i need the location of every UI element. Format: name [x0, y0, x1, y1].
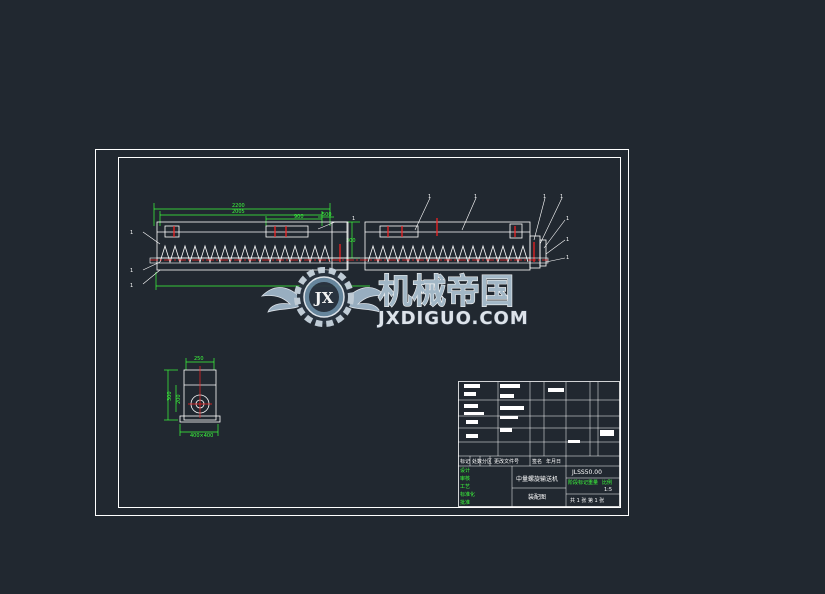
- balloon-11: 1: [352, 216, 355, 222]
- dim-side-base: 400×400: [190, 433, 213, 439]
- logo-right-wing-icon: [347, 287, 388, 313]
- svg-text:比例: 比例: [602, 479, 612, 486]
- product-name: 中量螺旋输送机: [516, 475, 558, 483]
- dim-height: 300: [346, 238, 356, 244]
- svg-text:1:5: 1:5: [604, 487, 612, 493]
- title-block-frame: [458, 381, 620, 507]
- dim-end: 500: [322, 212, 332, 218]
- site-url: JXDIGUO.COM: [376, 308, 529, 329]
- title-block[interactable]: 标记 处数 分区 更改文件号 签名 年月日 设计 审核 工艺 标准化 批准 阶段…: [458, 381, 620, 508]
- center-markers: [173, 218, 535, 262]
- title-block-fill: [464, 384, 614, 443]
- side-center-lines: [188, 366, 212, 418]
- logo-left-wing-icon: [260, 287, 301, 313]
- balloon-4: 1: [428, 194, 431, 200]
- svg-text:分区: 分区: [482, 458, 492, 465]
- dim-overall-length: 2200: [232, 203, 245, 209]
- dim-side-height: 300: [167, 391, 173, 401]
- sheet-inner-border: [118, 157, 621, 508]
- svg-text:年月日: 年月日: [546, 458, 561, 465]
- svg-text:批准: 批准: [460, 499, 470, 506]
- balloon-6: 1: [543, 194, 546, 200]
- svg-text:签名: 签名: [532, 458, 542, 465]
- svg-text:共 1 张 第 1 张: 共 1 张 第 1 张: [570, 497, 604, 504]
- balloon-1: 1: [130, 230, 133, 236]
- dim-segment-a: 2005: [232, 209, 245, 215]
- logo-jx-text: JX: [313, 289, 334, 307]
- svg-text:更改文件号: 更改文件号: [494, 458, 519, 465]
- svg-text:标准化: 标准化: [460, 491, 475, 498]
- svg-text:审核: 审核: [460, 475, 470, 482]
- balloon-2: 1: [130, 268, 133, 274]
- svg-text:处数: 处数: [472, 458, 482, 465]
- screw-shaft: [149, 257, 549, 264]
- svg-text:工艺: 工艺: [460, 484, 470, 490]
- logo-gear-icon: [294, 267, 354, 327]
- dim-side-width: 250: [194, 356, 204, 362]
- side-dimensions: [164, 358, 219, 436]
- svg-text:标记: 标记: [460, 458, 470, 465]
- side-section-view[interactable]: 250 300 200 400×400: [164, 356, 221, 439]
- screw-flight-left: [159, 244, 331, 264]
- site-watermark: JX 机械帝国 JXDIGUO.COM: [260, 267, 529, 330]
- leader-lines: [142, 197, 566, 285]
- screw-flight-right: [367, 244, 529, 264]
- balloon-8: 1: [566, 216, 569, 222]
- drawing-type: 装配图: [528, 493, 546, 501]
- dim-side-inner: 200: [176, 394, 182, 404]
- part-balloons: 1 1 1 1 1 1 1 1 1 1 1: [130, 194, 569, 289]
- balloon-10: 1: [566, 255, 569, 261]
- site-name-cn: 机械帝国: [378, 272, 514, 312]
- title-block-roles: 设计 审核 工艺 标准化 批准: [460, 467, 475, 506]
- svg-text:设计: 设计: [460, 467, 470, 474]
- svg-text:阶段标记: 阶段标记: [568, 479, 588, 486]
- main-assembly-view[interactable]: 2200 2005 900 500 300: [130, 194, 569, 290]
- balloon-7: 1: [560, 194, 563, 200]
- balloon-5: 1: [474, 194, 477, 200]
- svg-text:重量: 重量: [588, 479, 598, 486]
- title-block-grid: [458, 382, 620, 507]
- balloon-9: 1: [566, 237, 569, 243]
- drawing-number: JLSS50.00: [571, 469, 602, 476]
- sheet-outer-border: [95, 149, 629, 516]
- title-block-header-labels: 标记 处数 分区 更改文件号 签名 年月日: [460, 458, 561, 465]
- title-block-stage: 阶段标记 重量 比例 1:5 共 1 张 第 1 张: [568, 479, 612, 504]
- balloon-3: 1: [130, 283, 133, 289]
- dim-segment-c: 900: [294, 214, 304, 220]
